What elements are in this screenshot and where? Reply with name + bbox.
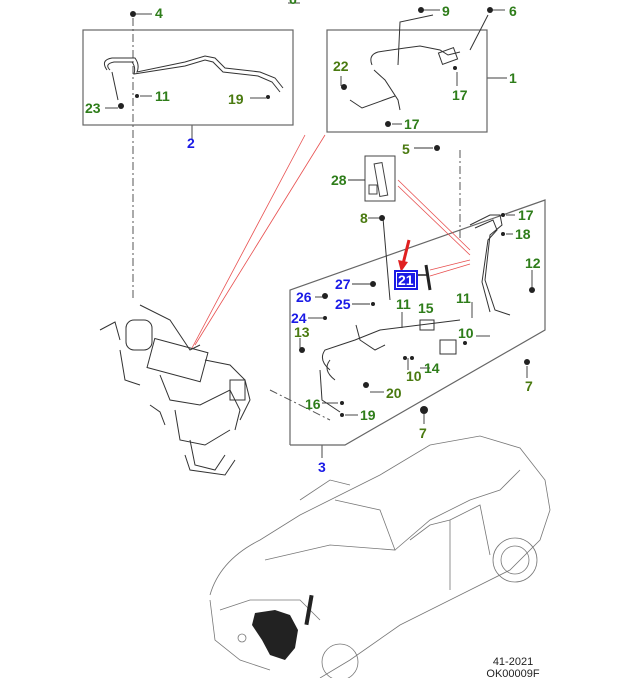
footer-date-code: 41-2021: [492, 656, 534, 668]
callout-6[interactable]: 6: [509, 3, 517, 19]
footer-illustration-code: OK00009F: [486, 668, 540, 680]
callout-6-top[interactable]: 6: [289, 0, 297, 6]
callout-19[interactable]: 19: [360, 407, 376, 423]
callout-2[interactable]: 2: [187, 135, 195, 151]
callout-4[interactable]: 4: [155, 5, 163, 21]
harness-in-vehicle: [252, 594, 314, 660]
callout-18[interactable]: 18: [515, 226, 531, 242]
red-leaders: [191, 134, 471, 349]
callout-22[interactable]: 22: [333, 58, 349, 74]
callout-23[interactable]: 23: [85, 100, 101, 116]
callout-14[interactable]: 14: [424, 360, 440, 376]
callout-26[interactable]: 26: [296, 289, 312, 305]
callout-10-bottom[interactable]: 10: [406, 368, 422, 384]
callout-7-bottom[interactable]: 7: [419, 425, 427, 441]
module-assembly: [99, 304, 251, 476]
callout-12[interactable]: 12: [525, 255, 541, 271]
callout-15[interactable]: 15: [418, 300, 434, 316]
pipe-assembly-1: [349, 14, 489, 111]
callout-21-highlighted[interactable]: 21: [394, 270, 418, 290]
group-boxes: [82, 29, 546, 458]
vehicle-outline: [209, 435, 551, 678]
callout-8[interactable]: 8: [360, 210, 368, 226]
callout-27[interactable]: 27: [335, 276, 351, 292]
callout-11-box2[interactable]: 11: [155, 88, 170, 104]
callout-5[interactable]: 5: [402, 141, 410, 157]
part-21-clip: [416, 264, 432, 291]
fasteners: [118, 7, 535, 417]
callout-11-left[interactable]: 11: [396, 296, 411, 312]
callout-13[interactable]: 13: [294, 324, 310, 340]
group-box-3: [289, 199, 546, 446]
group-box-2: [82, 29, 294, 126]
callout-17-box1-right[interactable]: 17: [452, 87, 468, 103]
callout-19-box2[interactable]: 19: [228, 91, 244, 107]
callout-17-box1-bottom[interactable]: 17: [404, 116, 420, 132]
pipe-assembly-3: [319, 214, 511, 413]
callout-24[interactable]: 24: [291, 310, 307, 326]
callout-25[interactable]: 25: [335, 296, 351, 312]
callout-7-right[interactable]: 7: [525, 378, 533, 394]
callout-16[interactable]: 16: [305, 396, 321, 412]
callout-9[interactable]: 9: [442, 3, 450, 19]
pipe-assembly-2: [103, 55, 284, 101]
callout-28[interactable]: 28: [331, 172, 347, 188]
group-box-1: [326, 29, 488, 133]
callout-20[interactable]: 20: [386, 385, 402, 401]
callout-3[interactable]: 3: [318, 459, 326, 475]
callout-1[interactable]: 1: [509, 70, 517, 86]
centerlines: [132, 18, 461, 421]
callout-10-right[interactable]: 10: [458, 325, 474, 341]
callout-17[interactable]: 17: [518, 207, 534, 223]
part-28-sheet: [364, 155, 396, 202]
red-arrow-icon: [398, 239, 411, 272]
callout-leaders: [105, 2, 533, 424]
callout-11-right[interactable]: 11: [456, 290, 471, 306]
